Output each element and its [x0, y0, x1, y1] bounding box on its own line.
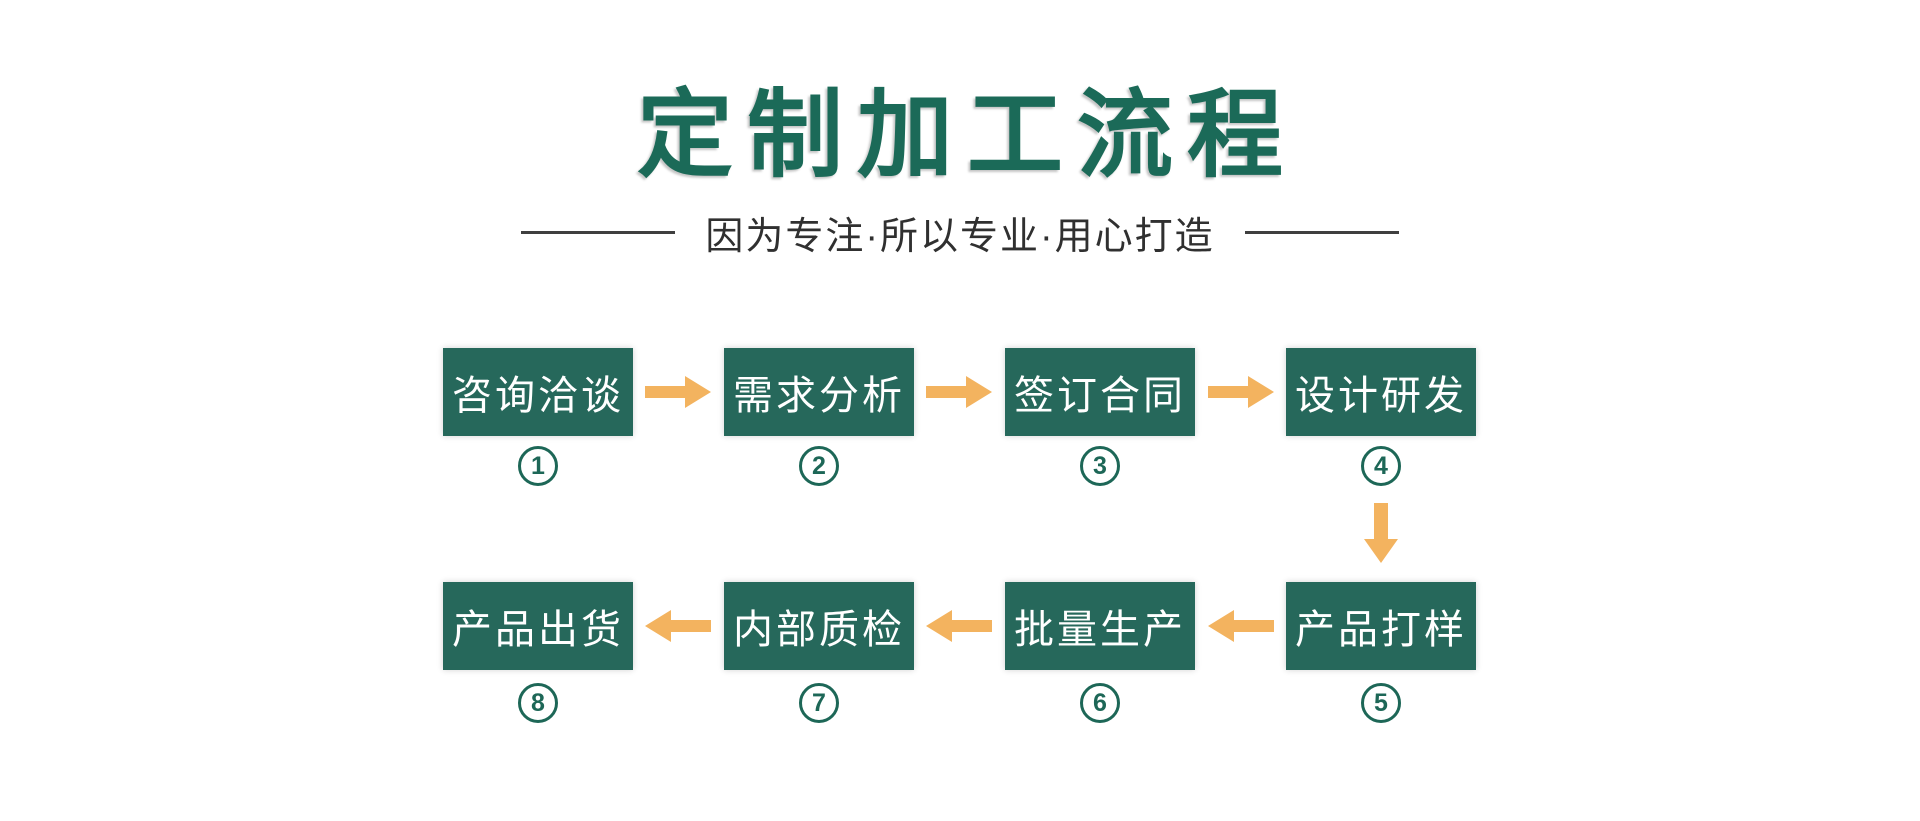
arrow-left-icon: [1208, 610, 1274, 642]
step-number: 7: [812, 688, 826, 717]
page-title: 定制加工流程: [637, 82, 1297, 189]
step-number: 6: [1093, 688, 1107, 717]
step-box-design: 设计研发: [1286, 348, 1476, 436]
step-box-contract: 签订合同: [1005, 348, 1195, 436]
step-number: 1: [531, 451, 545, 480]
arrow-right-icon: [1208, 376, 1274, 408]
step-5-badge: 5: [1361, 683, 1401, 723]
step-number: 4: [1374, 451, 1388, 480]
step-4-badge: 4: [1361, 446, 1401, 486]
divider-line-left: [521, 230, 676, 234]
step-box-production: 批量生产: [1005, 582, 1195, 670]
arrow-left-icon: [645, 610, 711, 642]
step-7-badge: 7: [799, 683, 839, 723]
arrow-right-icon: [926, 376, 992, 408]
step-box-qc: 内部质检: [724, 582, 914, 670]
step-6-badge: 6: [1080, 683, 1120, 723]
page-subtitle: 因为专注·所以专业·用心打造: [705, 215, 1215, 258]
step-box-analysis: 需求分析: [724, 348, 914, 436]
arrow-down-icon: [1364, 503, 1398, 563]
step-number: 3: [1093, 451, 1107, 480]
step-8-badge: 8: [518, 683, 558, 723]
step-number: 2: [812, 451, 826, 480]
step-number: 8: [531, 688, 545, 717]
arrow-left-icon: [926, 610, 992, 642]
subtitle-row: 因为专注·所以专业·用心打造: [0, 208, 1920, 258]
step-3-badge: 3: [1080, 446, 1120, 486]
step-1-badge: 1: [518, 446, 558, 486]
step-box-sample: 产品打样: [1286, 582, 1476, 670]
step-box-consult: 咨询洽谈: [443, 348, 633, 436]
divider-line-right: [1244, 230, 1399, 234]
step-number: 5: [1374, 688, 1388, 717]
step-2-badge: 2: [799, 446, 839, 486]
arrow-right-icon: [645, 376, 711, 408]
step-box-shipping: 产品出货: [443, 582, 633, 670]
